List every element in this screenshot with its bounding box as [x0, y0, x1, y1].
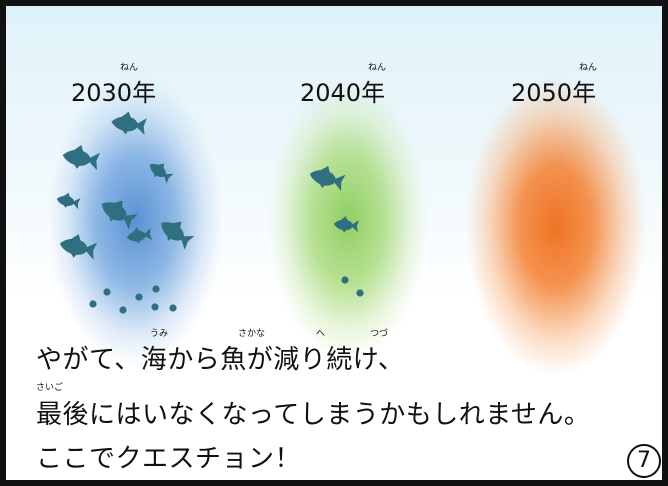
fish-icon: [307, 161, 347, 194]
fish-icon: [333, 215, 360, 234]
ruby-saigo: さいご: [36, 383, 64, 393]
narration-line-3: ここでクエスチョン！: [36, 444, 302, 474]
egg-icon: [169, 304, 177, 312]
ruby-he: へ: [316, 329, 326, 339]
ruby-tsuzu: つづ: [370, 329, 389, 339]
narration-line-2: 最後にはいなくなってしまうかもしれません。: [36, 400, 591, 430]
egg-icon: [135, 293, 143, 301]
year-ruby-2050: ねん: [579, 63, 598, 73]
ruby-sakana: さかな: [238, 329, 266, 339]
ruby-umi: うみ: [150, 329, 169, 339]
egg-icon: [356, 289, 364, 297]
year-ruby-2030: ねん: [120, 63, 139, 73]
year-label-2040: 2040年: [300, 79, 386, 107]
year-label-2030: 2030年: [71, 79, 157, 107]
fish-icon: [57, 230, 99, 262]
egg-icon: [103, 288, 111, 296]
egg-icon: [151, 303, 159, 311]
egg-icon: [341, 276, 349, 284]
fish-icon: [155, 212, 197, 252]
fish-icon: [60, 142, 101, 173]
egg-icon: [119, 306, 127, 314]
egg-icon: [152, 285, 160, 293]
glow-2050: [466, 76, 646, 376]
fish-icon: [145, 157, 176, 185]
year-ruby-2040: ねん: [368, 63, 387, 73]
fish-icon: [125, 225, 153, 245]
page-number-badge: 7: [627, 444, 661, 478]
fish-icon: [55, 190, 82, 211]
fish-icon: [109, 109, 148, 138]
fish-illustration: [55, 109, 364, 314]
year-label-2050: 2050年: [511, 79, 597, 107]
fish-icon: [96, 192, 140, 232]
egg-icon: [89, 300, 97, 308]
narration-line-1: やがて、海から魚が減り続け、: [36, 345, 405, 375]
